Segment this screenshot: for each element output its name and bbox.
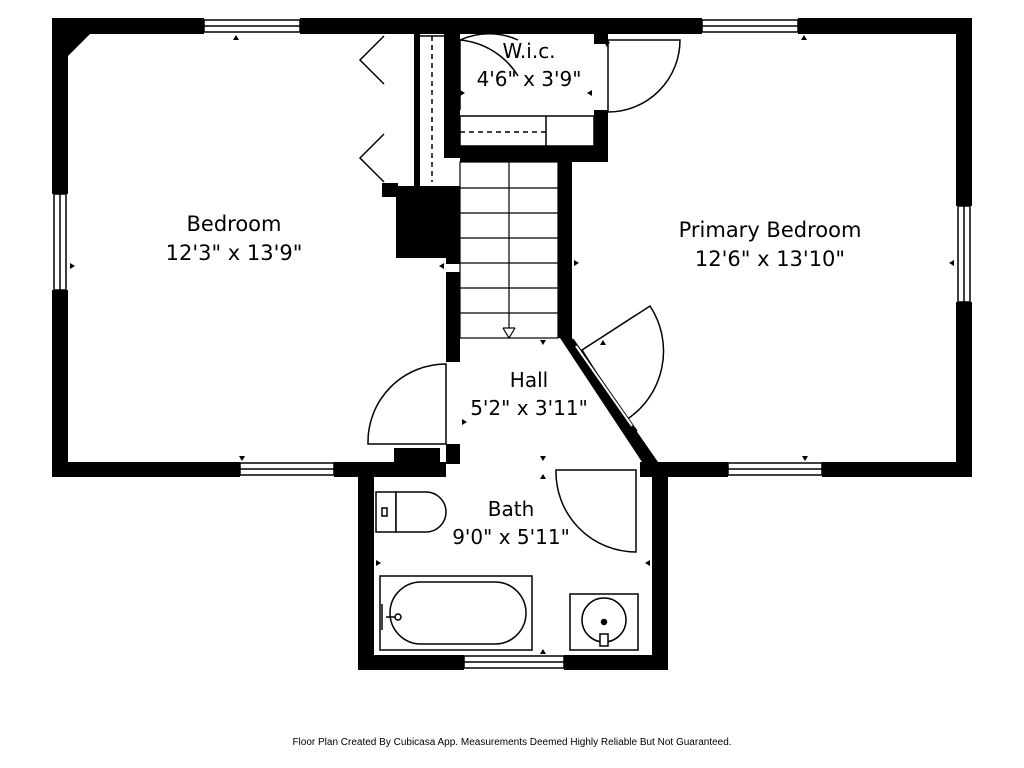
room-name-bath: Bath (488, 497, 535, 521)
bath-walls (358, 448, 668, 670)
room-size-wic: 4'6" x 3'9" (477, 67, 582, 91)
wic-shelf (459, 115, 595, 147)
room-name-primary: Primary Bedroom (679, 218, 862, 242)
room-size-bedroom: 12'3" x 13'9" (166, 241, 303, 265)
closet-bifold-doors (358, 35, 444, 183)
door-primary (580, 304, 665, 422)
room-name-wic: W.i.c. (502, 39, 555, 63)
door-bedroom (367, 363, 447, 445)
stairs (459, 161, 559, 340)
door-primary-closet (607, 39, 681, 113)
doors (367, 33, 681, 553)
room-name-bedroom: Bedroom (187, 212, 282, 236)
door-bath (555, 469, 637, 553)
sink (569, 593, 639, 651)
disclaimer-footer: Floor Plan Created By Cubicasa App. Meas… (292, 737, 731, 748)
room-size-hall: 5'2" x 3'11" (470, 396, 588, 420)
room-name-hall: Hall (510, 368, 548, 392)
room-size-primary: 12'6" x 13'10" (695, 247, 845, 271)
room-labels: Bedroom 12'3" x 13'9" Primary Bedroom 12… (166, 39, 862, 549)
toilet (375, 491, 447, 533)
bathtub (379, 575, 533, 651)
dimension-markers (70, 35, 954, 654)
bath-fixtures (375, 491, 639, 651)
windows (53, 19, 971, 669)
room-size-bath: 9'0" x 5'11" (452, 525, 570, 549)
